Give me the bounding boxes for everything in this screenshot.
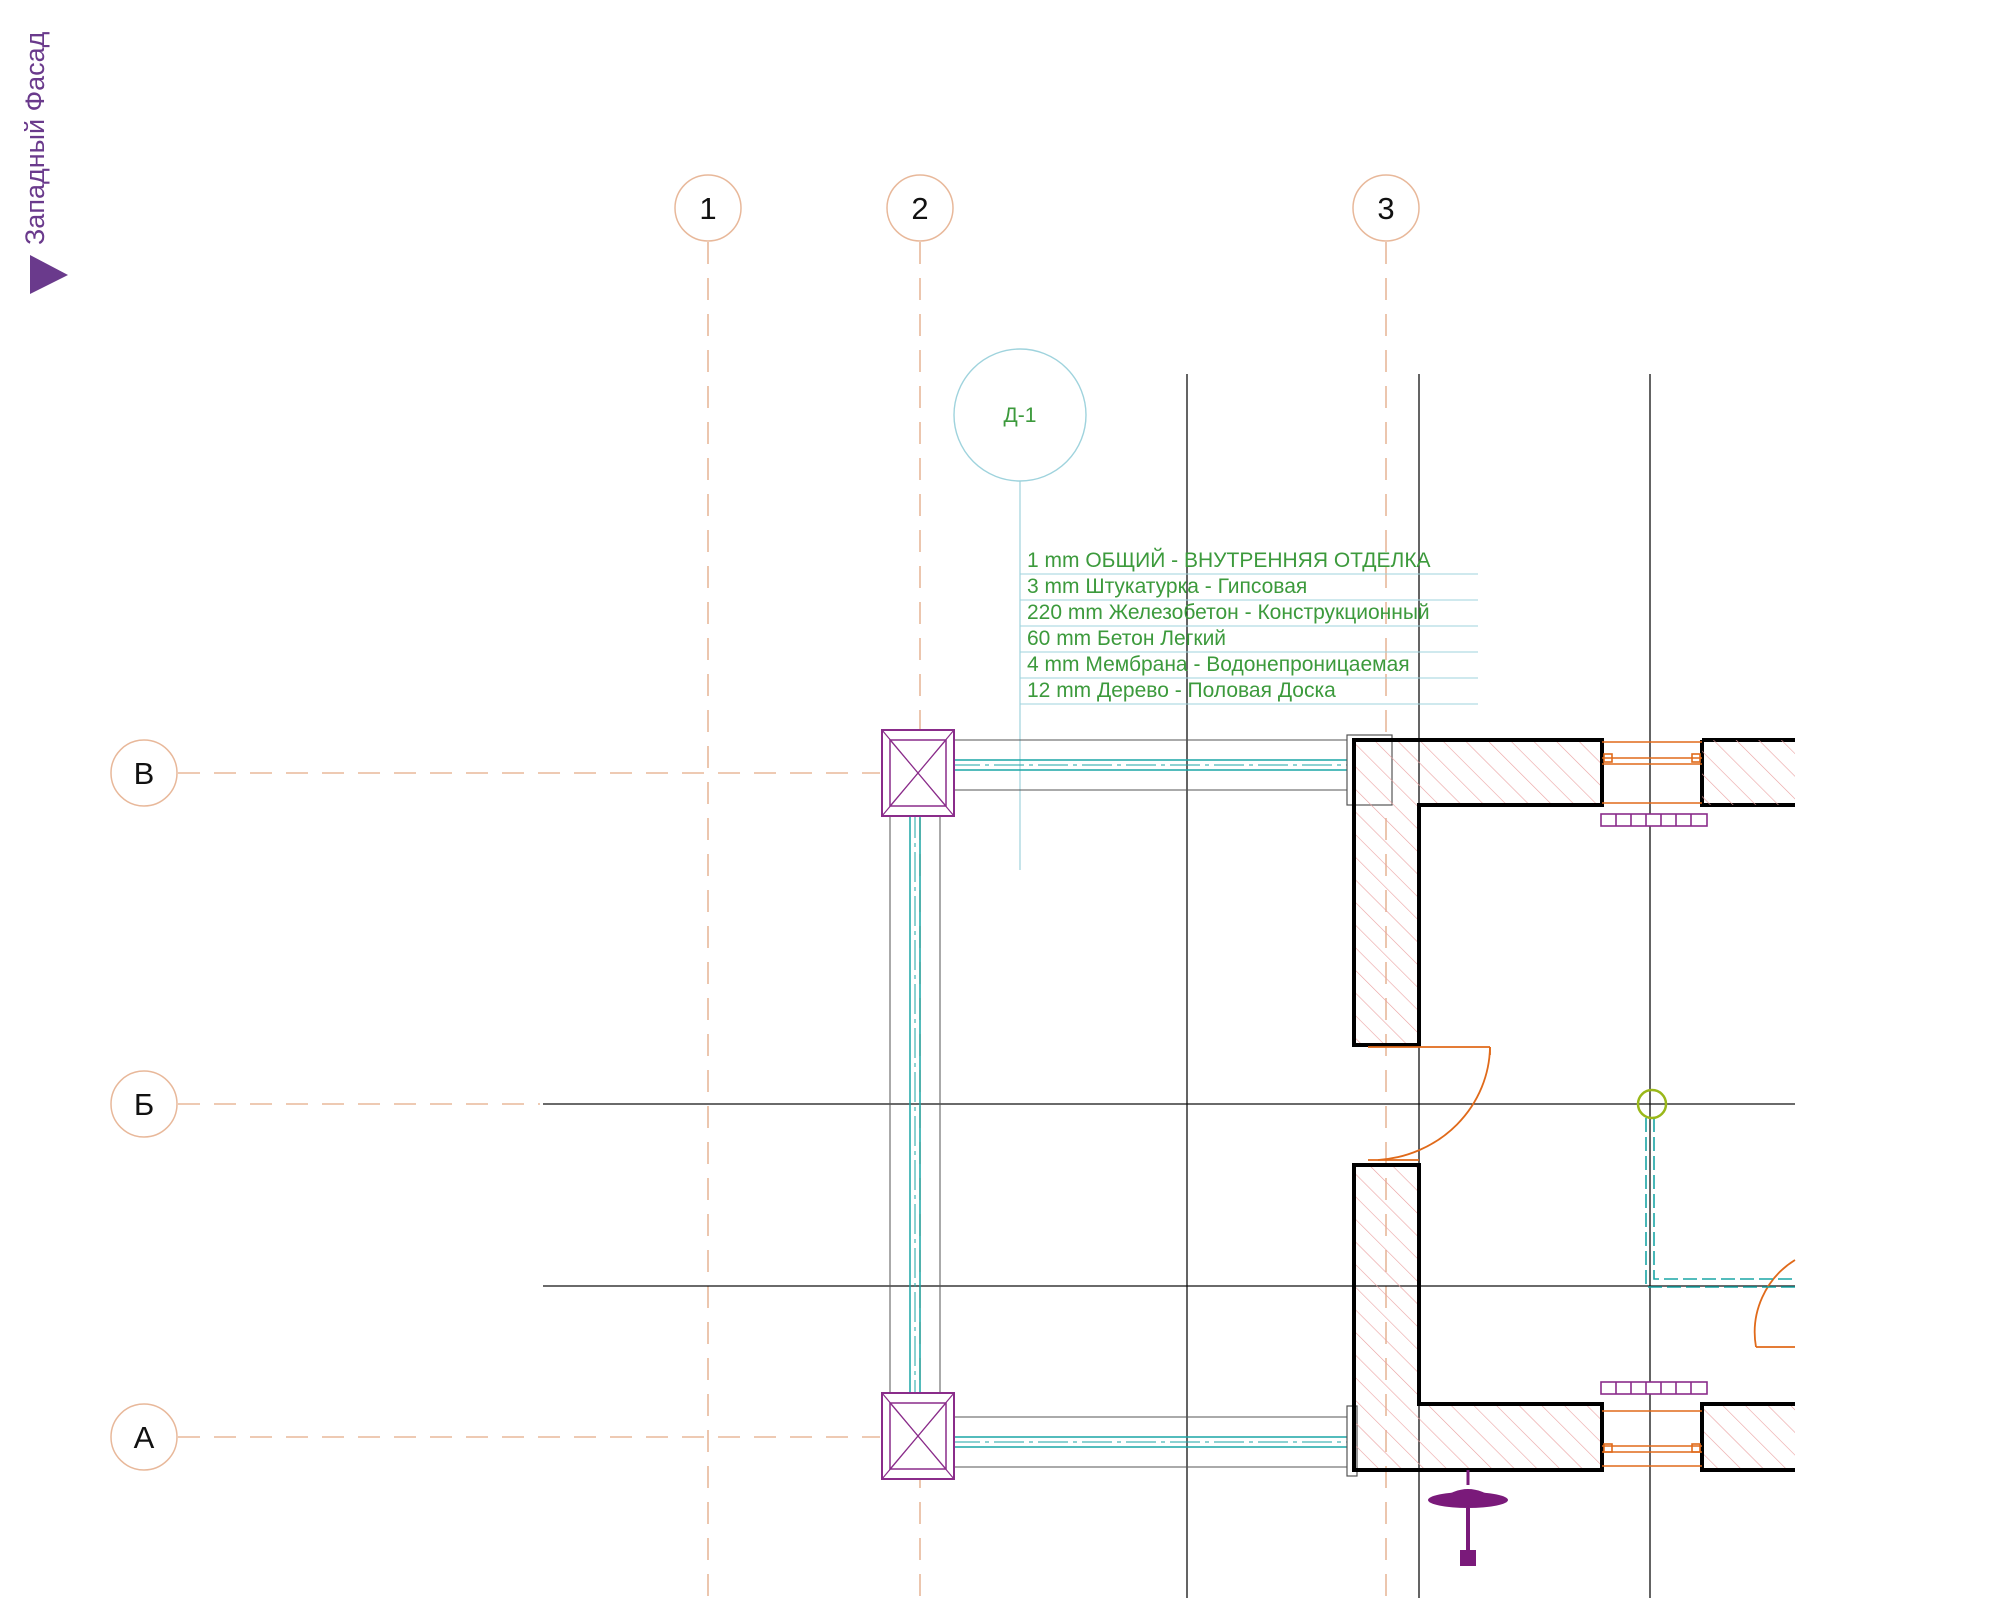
column-top[interactable] <box>881 729 955 817</box>
grid-bubble-b[interactable] <box>110 1070 178 1138</box>
glazing-vertical[interactable] <box>889 807 941 1399</box>
glazing-bottom[interactable] <box>949 1416 1353 1468</box>
level-marker-icon[interactable] <box>1636 1088 1668 1120</box>
wall-lower-right[interactable] <box>1700 1402 1795 1472</box>
layer-tag: 1 mm ОБЩИЙ - ВНУТРЕННЯЯ ОТДЕЛКА 3 mm Шту… <box>1020 548 1478 705</box>
grid-bubble-v[interactable] <box>110 739 178 807</box>
grid-label-b: Б <box>134 1087 154 1122</box>
window-bottom[interactable] <box>1602 1410 1702 1467</box>
grid-label-3: 3 <box>1377 191 1394 226</box>
grid-label-a: А <box>134 1420 155 1455</box>
wall-upper[interactable] <box>1352 738 1604 1047</box>
grid-bubble-2[interactable] <box>886 174 954 242</box>
window-top[interactable] <box>1602 741 1702 804</box>
radiator-top[interactable] <box>1600 813 1708 827</box>
door-right[interactable] <box>1753 1259 1796 1348</box>
grid-label-1: 1 <box>699 191 716 226</box>
grid-label-v: В <box>134 756 155 791</box>
layer-line: 220 mm Железобетон - Конструкционный <box>1027 601 1430 624</box>
grid-bubble-1[interactable] <box>674 174 742 242</box>
layer-line: 4 mm Мембрана - Водонепроницаемая <box>1027 653 1410 676</box>
layer-line: 60 mm Бетон Легкий <box>1027 627 1226 650</box>
door-left[interactable] <box>1368 1046 1491 1161</box>
layer-line: 12 mm Дерево - Половая Доска <box>1027 679 1336 702</box>
radiator-bottom[interactable] <box>1600 1381 1708 1395</box>
grid-bubble-a[interactable] <box>110 1403 178 1471</box>
column-bottom[interactable] <box>881 1392 955 1480</box>
shower-fixture-icon[interactable] <box>1428 1470 1508 1566</box>
grid-label-2: 2 <box>911 191 928 226</box>
partition-dashed[interactable] <box>1645 1118 1795 1288</box>
layer-line: 1 mm ОБЩИЙ - ВНУТРЕННЯЯ ОТДЕЛКА <box>1027 548 1431 572</box>
grid-bubble-3[interactable] <box>1352 174 1420 242</box>
elevation-marker-triangle[interactable] <box>30 255 68 294</box>
layer-line: 3 mm Штукатурка - Гипсовая <box>1027 575 1307 598</box>
wall-upper-right[interactable] <box>1700 738 1795 807</box>
glazing-top[interactable] <box>949 739 1353 791</box>
detail-callout-label: Д-1 <box>1004 404 1037 427</box>
wall-lower[interactable] <box>1352 1163 1604 1472</box>
